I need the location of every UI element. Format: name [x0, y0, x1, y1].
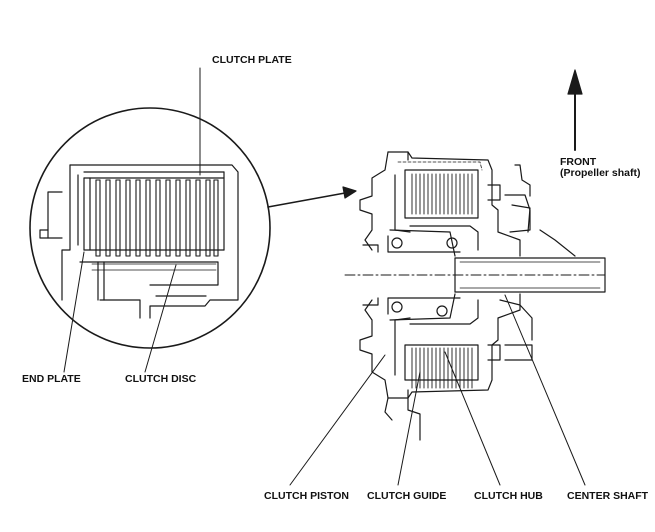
clutch-hub-detail [79, 261, 219, 286]
label-front: FRONT [560, 156, 597, 168]
label-clutch-hub: CLUTCH HUB [474, 490, 543, 502]
arrow-up-icon [567, 69, 583, 151]
label-clutch-piston: CLUTCH PISTON [264, 490, 349, 502]
label-end-plate: END PLATE [22, 373, 81, 385]
label-front-sub: (Propeller shaft) [560, 167, 641, 179]
leader-clutch-disc [144, 264, 177, 373]
upper-clutch-pack [411, 173, 473, 215]
center-shaft [454, 257, 606, 293]
leader-clutch-guide [397, 371, 421, 486]
leader-clutch-piston [289, 354, 386, 486]
clutch-assembly-section [344, 151, 606, 441]
leader-center-shaft [504, 294, 586, 486]
clutch-pack-detail [91, 179, 219, 271]
callout-arrow-icon [267, 186, 357, 208]
detail-housing [69, 164, 239, 319]
leader-clutch-hub [444, 351, 501, 486]
leader-end-plate [63, 251, 85, 373]
detail-magnifier [29, 107, 271, 349]
lower-clutch-pack [411, 347, 473, 389]
end-plate-tab [47, 191, 63, 239]
label-center-shaft: CENTER SHAFT [567, 490, 649, 502]
leader-lines [63, 67, 586, 486]
label-clutch-guide: CLUTCH GUIDE [367, 490, 447, 502]
label-clutch-plate: CLUTCH PLATE [212, 54, 292, 66]
detail-circle [29, 107, 271, 349]
label-clutch-disc: CLUTCH DISC [125, 373, 197, 385]
